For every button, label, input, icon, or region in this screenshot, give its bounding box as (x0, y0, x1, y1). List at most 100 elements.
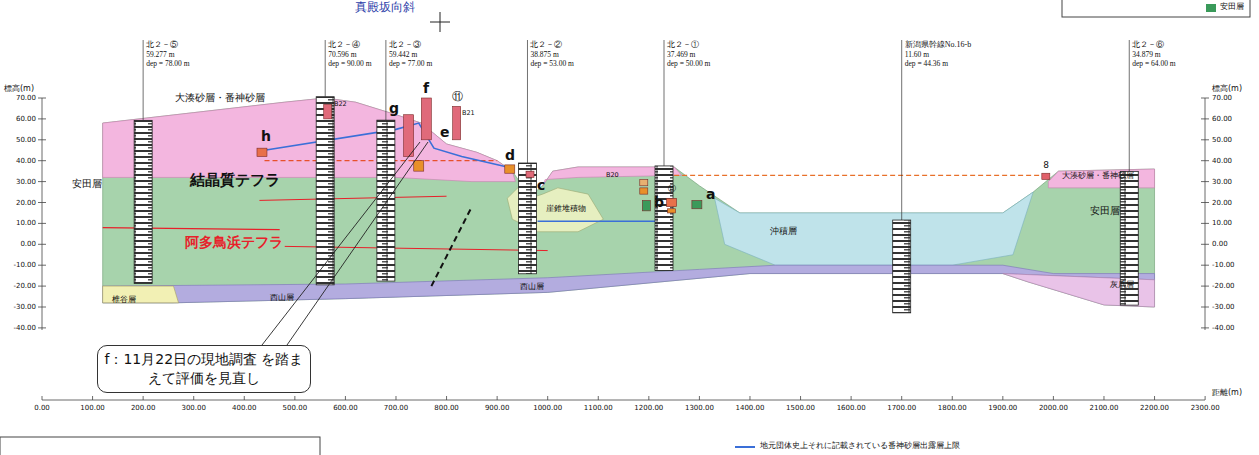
section-label: 37.469 m (667, 51, 695, 60)
section-label: 大湊砂層・番神砂層 (175, 92, 265, 104)
section-label: 11.60 m (905, 51, 929, 60)
y-tick (1201, 160, 1209, 161)
x-tick (1053, 396, 1054, 400)
section-label: 大湊砂層・番神砂層 (1062, 172, 1134, 181)
section-label: 1100.00 (584, 404, 613, 412)
diagram-title: 真殿坂向斜 (355, 1, 415, 15)
section-label: 70.00 (1212, 94, 1232, 102)
y-tick (1201, 98, 1209, 99)
borehole-log (134, 120, 152, 283)
borehole-log (655, 166, 673, 270)
section-label: 100.00 (80, 404, 105, 412)
section-label: dep = 50.00 m (667, 60, 710, 69)
alluvium-layer (715, 192, 1034, 265)
section-label: 0.00 (34, 404, 50, 412)
section-label: 60.00 (1212, 115, 1232, 123)
section-label: -30.00 (1212, 303, 1235, 311)
y-tick (1201, 202, 1209, 203)
y-tick (1201, 286, 1209, 287)
sample-box (404, 115, 414, 157)
x-tick (800, 396, 801, 400)
y-tick (38, 160, 46, 161)
x-tick (648, 396, 649, 400)
leader-line (262, 142, 420, 345)
section-label: 400.00 (232, 404, 257, 412)
section-label: 沖積層 (770, 226, 797, 236)
legend-frame (1062, 0, 1250, 17)
section-label: 8 (1043, 160, 1049, 170)
y-tick (38, 98, 46, 99)
section-label: 700.00 (384, 404, 409, 412)
tephra-line (259, 196, 446, 200)
y-tick (38, 265, 46, 266)
y-tick (1201, 118, 1209, 119)
x-tick (598, 396, 599, 400)
x-tick (294, 396, 295, 400)
y-axis (1205, 98, 1206, 330)
section-label: d (505, 147, 515, 163)
sample-box (505, 165, 515, 173)
section-label: 59.442 m (389, 51, 417, 60)
section-label: 800.00 (434, 404, 459, 412)
sample-box (642, 200, 650, 210)
section-label: B21 (462, 110, 475, 117)
nishiyama-layer (103, 265, 1155, 303)
section-label: 北２－④ (328, 40, 360, 49)
section-label: 10.00 (1212, 219, 1232, 227)
section-label: 結晶質テフラ (190, 172, 280, 189)
section-label: 北２－② (530, 40, 562, 49)
y-tick (38, 327, 46, 328)
y-tick (38, 244, 46, 245)
section-label: 2200.00 (1140, 404, 1169, 412)
y-tick (1201, 244, 1209, 245)
section-label: 阿多鳥浜テフラ (185, 234, 283, 250)
section-label: 新潟県幹線No.16-b (905, 40, 971, 49)
x-tick (1002, 396, 1003, 400)
y-tick (1201, 327, 1209, 328)
y-tick (38, 202, 46, 203)
section-label: -10.00 (1212, 261, 1235, 269)
x-tick (395, 396, 396, 400)
horizon-dashed (674, 175, 1046, 176)
section-label: 50.00 (16, 136, 36, 144)
callout-text: f：11月22日の現地調査 を踏まえて評価を見直し (104, 350, 304, 388)
section-label: 59.277 m (146, 51, 174, 60)
borehole-log (518, 163, 536, 274)
leader-line (287, 142, 428, 345)
borehole-leader (143, 40, 144, 120)
sample-box (414, 161, 424, 171)
note-frame (0, 437, 320, 455)
section-label: 40.00 (1212, 157, 1232, 165)
section-label: 1700.00 (887, 404, 916, 412)
section-label: 西山層 (270, 293, 294, 302)
syncline-marker (430, 22, 450, 23)
section-label: 10.00 (16, 219, 36, 227)
section-label: 2300.00 (1191, 404, 1220, 412)
section-label: f (423, 80, 429, 96)
section-label: 1400.00 (735, 404, 764, 412)
section-label: 30.00 (16, 178, 36, 186)
sample-box (453, 106, 461, 139)
section-label: B22 (334, 101, 347, 108)
section-label: 1900.00 (988, 404, 1017, 412)
x-tick (699, 396, 700, 400)
yasuda-layer (103, 98, 1155, 307)
section-label: 安田層 (72, 178, 102, 190)
section-label: ⑪ (668, 184, 676, 193)
sand-upper-limit (538, 221, 669, 222)
x-axis (42, 400, 1205, 401)
y-axis (42, 98, 43, 330)
section-label: g (389, 100, 399, 116)
x-tick (749, 396, 750, 400)
y-tick (1201, 223, 1209, 224)
section-label: 1500.00 (786, 404, 815, 412)
borehole-leader (385, 40, 386, 120)
section-label: -40.00 (1212, 324, 1235, 332)
section-label: 椎谷層 (112, 295, 136, 304)
x-tick (345, 396, 346, 400)
section-label: dep = 78.00 m (146, 60, 189, 69)
section-label: 1000.00 (533, 404, 562, 412)
sample-box (324, 104, 332, 119)
x-tick (497, 396, 498, 400)
section-label: ⑪ (452, 91, 463, 104)
